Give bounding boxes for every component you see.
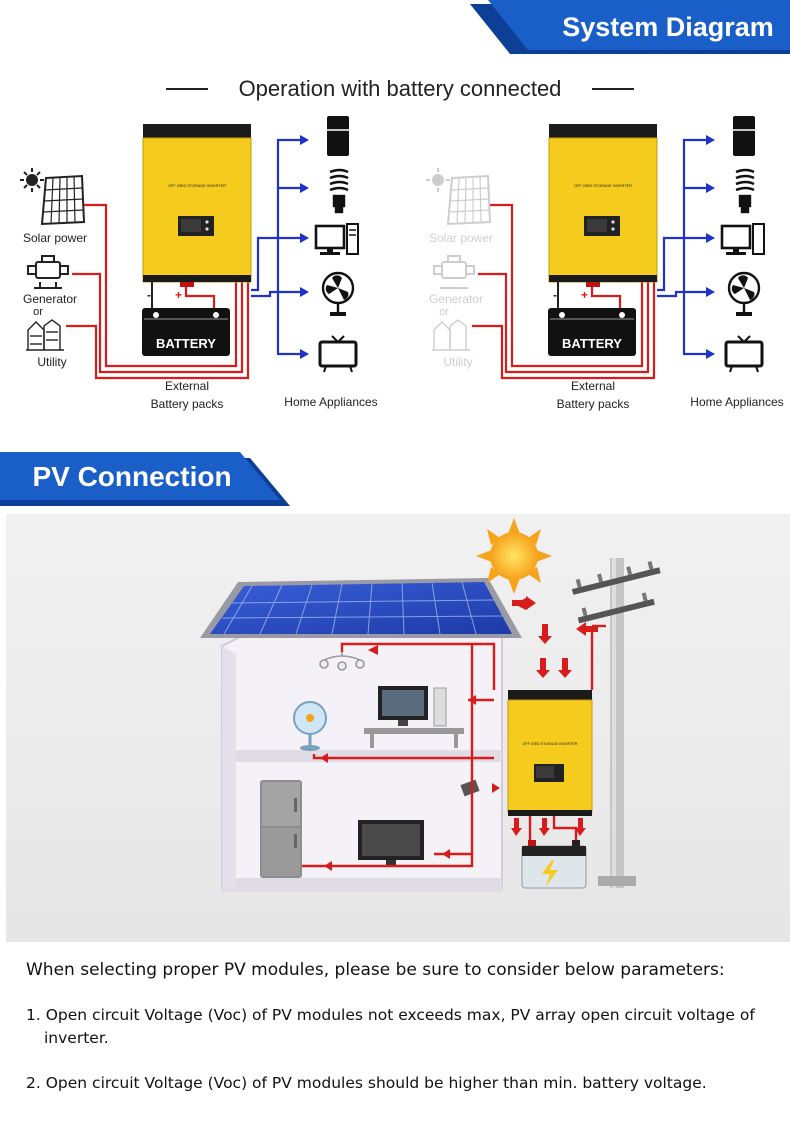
utility-icon xyxy=(432,319,470,351)
pv-connection-banner: PV Connection xyxy=(0,452,290,506)
bulb-icon xyxy=(329,168,349,214)
desktop-computer-icon xyxy=(364,686,464,748)
fan-icon xyxy=(321,271,355,316)
battery-caption-line1: External xyxy=(571,379,615,393)
diagram-1: Solar power Generator or xyxy=(20,116,378,411)
computer-icon xyxy=(720,223,765,255)
pv-connection-illustration: OFF GRID STORAGE INVERTER xyxy=(6,514,790,942)
generator-label: Generator xyxy=(23,292,77,306)
fan-icon xyxy=(727,271,761,316)
refrigerator-icon xyxy=(733,116,755,156)
pv-inverter-label: OFF GRID STORAGE INVERTER xyxy=(523,742,578,746)
generator-icon xyxy=(27,255,69,289)
system-diagram-title: System Diagram xyxy=(562,12,774,42)
battery-unit: - + BATTERY xyxy=(142,282,230,356)
utility-source: Utility xyxy=(26,319,67,369)
diagram-2: Solar power Generator or xyxy=(426,116,784,411)
appliances-caption: Home Appliances xyxy=(284,395,377,409)
fan-pv-icon xyxy=(293,701,327,751)
tv-icon xyxy=(318,335,358,373)
source-wires xyxy=(66,203,250,380)
refrigerator-icon xyxy=(327,116,349,156)
pv-arrows xyxy=(320,596,598,871)
solar-panel-roof xyxy=(200,578,522,638)
distribution-box-icon xyxy=(460,779,480,797)
utility-icon xyxy=(26,319,64,351)
system-diagram-banner: System Diagram xyxy=(470,0,790,54)
solar-panel-small-icon xyxy=(40,174,86,226)
system-diagram-section: System Diagram Operation with battery co… xyxy=(20,0,790,411)
battery-label: BATTERY xyxy=(156,336,216,351)
refrigerator-pv-icon xyxy=(260,780,302,878)
solar-panel-small-icon xyxy=(446,174,492,226)
svg-text:-: - xyxy=(553,288,557,302)
source-wires xyxy=(472,203,656,380)
parameter-item-1: 1. Open circuit Voltage (Voc) of PV modu… xyxy=(26,1006,755,1047)
inverter-label: OFF GRID STORAGE INVERTER xyxy=(168,184,226,188)
faded-sources: Solar power Generator or xyxy=(426,168,493,369)
appliance-arrows xyxy=(706,135,715,359)
battery-label: BATTERY xyxy=(562,336,622,351)
battery-caption-line2: Battery packs xyxy=(151,397,224,411)
inverter-unit: OFF GRID STORAGE INVERTER xyxy=(548,124,658,287)
svg-text:+: + xyxy=(581,288,588,302)
solar-power-label: Solar power xyxy=(429,231,493,245)
bulb-icon xyxy=(735,168,755,214)
computer-icon xyxy=(314,223,359,255)
generator-source: Generator or xyxy=(23,255,77,318)
or-label: or xyxy=(33,306,43,318)
utility-pole xyxy=(571,558,661,888)
appliance-arrows xyxy=(300,135,309,359)
utility-label: Utility xyxy=(443,355,472,369)
utility-label: Utility xyxy=(37,355,66,369)
parameter-item-2: 2. Open circuit Voltage (Voc) of PV modu… xyxy=(26,1074,707,1092)
tv-icon xyxy=(724,335,764,373)
battery-unit: - + BATTERY xyxy=(548,282,636,356)
generator-label: Generator xyxy=(429,292,483,306)
appliance-wires xyxy=(657,138,706,356)
utility-source: Utility xyxy=(432,319,473,369)
generator-source: Generator or xyxy=(429,255,483,318)
sun-small-icon xyxy=(426,168,450,192)
pv-connection-title: PV Connection xyxy=(32,461,231,492)
pv-parameters: When selecting proper PV modules, please… xyxy=(26,958,776,1117)
svg-text:+: + xyxy=(175,288,182,302)
inverter-unit: OFF GRID STORAGE INVERTER xyxy=(142,124,252,287)
solar-power-source: Solar power xyxy=(426,168,493,245)
generator-icon xyxy=(433,255,475,289)
svg-text:-: - xyxy=(147,288,151,302)
solar-power-label: Solar power xyxy=(23,231,87,245)
solar-power-source: Solar power xyxy=(20,168,87,245)
inverter-label: OFF GRID STORAGE INVERTER xyxy=(574,184,632,188)
appliance-wires xyxy=(251,138,300,356)
pv-battery xyxy=(521,840,587,889)
system-subtitle: Operation with battery connected xyxy=(239,76,562,101)
appliances-caption: Home Appliances xyxy=(690,395,783,409)
sun-small-icon xyxy=(20,168,44,192)
sun-icon xyxy=(476,518,552,594)
or-label: or xyxy=(439,306,449,318)
pv-inverter: OFF GRID STORAGE INVERTER xyxy=(507,690,593,816)
battery-caption-line2: Battery packs xyxy=(557,397,630,411)
battery-caption-line1: External xyxy=(165,379,209,393)
tv-pv-icon xyxy=(358,820,424,866)
parameters-intro: When selecting proper PV modules, please… xyxy=(26,960,725,980)
